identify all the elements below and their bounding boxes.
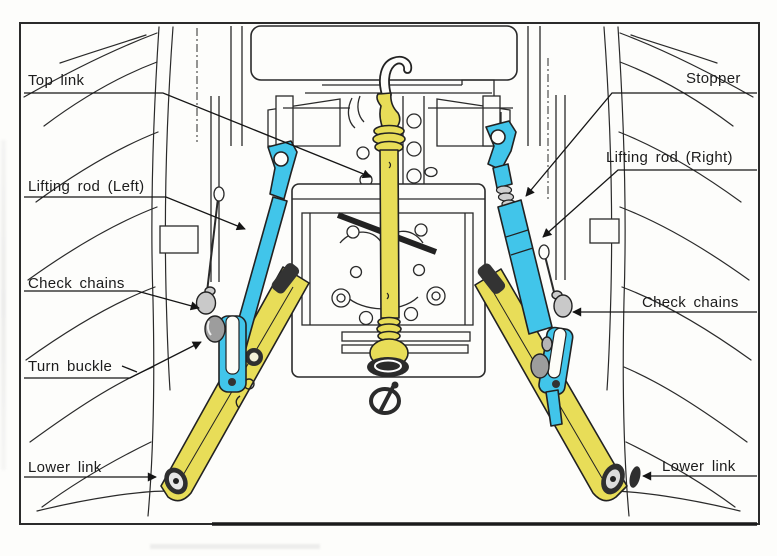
label-lifting-rod-left: Lifting rod (Left) bbox=[28, 178, 145, 195]
label-top-link: Top link bbox=[28, 72, 85, 89]
top-link-part bbox=[367, 56, 413, 415]
turn-buckle-right-part bbox=[530, 290, 573, 379]
label-turn-buckle: Turn buckle bbox=[28, 358, 113, 375]
check-chain-rods bbox=[206, 186, 557, 301]
leader-lifting-rod-left bbox=[24, 196, 246, 231]
leader-check-chains-left bbox=[24, 290, 200, 311]
scan-artifact-left bbox=[1, 140, 6, 470]
label-check-chains-right: Check chains bbox=[642, 294, 739, 311]
scan-artifact-bottom bbox=[150, 544, 320, 549]
label-lifting-rod-right: Lifting rod (Right) bbox=[606, 149, 733, 166]
leader-turn-buckle bbox=[24, 341, 202, 379]
axle-brackets bbox=[159, 218, 620, 254]
label-stopper: Stopper bbox=[686, 70, 741, 87]
turn-buckle-left-part bbox=[195, 286, 226, 343]
leader-turn-buckle-tick bbox=[121, 365, 138, 373]
label-check-chains-left: Check chains bbox=[28, 275, 125, 292]
label-lower-link-left: Lower link bbox=[28, 459, 102, 476]
leader-lines bbox=[24, 92, 757, 482]
label-lower-link-right: Lower link bbox=[662, 458, 736, 475]
leader-lifting-rod-right bbox=[542, 169, 757, 238]
lifting-rod-left-part bbox=[218, 140, 298, 393]
right-tire bbox=[603, 26, 754, 517]
leader-stopper bbox=[525, 92, 757, 197]
left-tire bbox=[23, 26, 174, 517]
leader-top-link bbox=[24, 92, 372, 179]
